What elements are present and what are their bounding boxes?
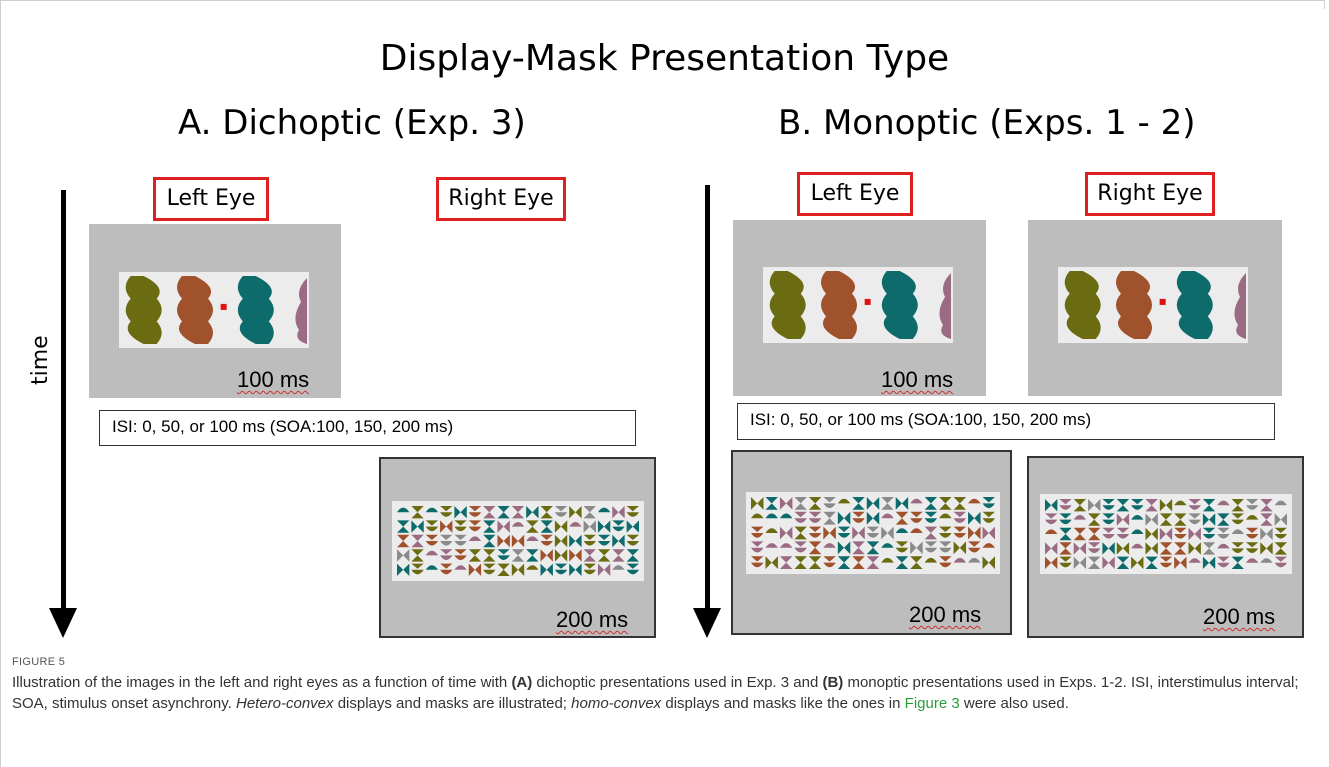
figure-label: FIGURE 5: [12, 656, 66, 668]
time-arrow-a-shaft: [61, 190, 66, 610]
olive-blob: [769, 271, 806, 339]
panel-a-isi-box: ISI: 0, 50, or 100 ms (SOA:100, 150, 200…: [99, 410, 636, 446]
mauve-blob: [939, 273, 951, 339]
panel-a-display-duration: 100 ms: [237, 367, 310, 392]
time-label: time: [28, 335, 53, 385]
figure-title: Display-Mask Presentation Type: [379, 38, 950, 79]
panel-b-left-eye-label: Left Eye: [797, 172, 913, 216]
figure-caption: Illustration of the images in the left a…: [12, 674, 1299, 712]
fixation-point: [864, 298, 871, 305]
panel-a-left-eye-label: Left Eye: [153, 177, 269, 221]
panel-a-right-eye-label: Right Eye: [436, 177, 566, 221]
brown-blob: [821, 271, 857, 339]
mauve-blob: [1234, 273, 1246, 339]
brown-blob: [1116, 271, 1152, 339]
panel-b-display-right: [1028, 220, 1282, 396]
mask-pattern: [751, 497, 995, 569]
convex-display-shapes: [125, 276, 307, 344]
panel-b-mask-right: 200 ms: [1027, 456, 1304, 638]
mask-pattern: [1045, 499, 1287, 569]
convex-display-shapes: [769, 271, 951, 339]
panel-a-title: A. Dichoptic (Exp. 3): [178, 103, 526, 143]
time-arrow-b-shaft: [705, 185, 710, 610]
convex-display-shapes: [1064, 271, 1246, 339]
time-arrow-a-head: [49, 608, 77, 638]
figure-3-link[interactable]: Figure 3: [904, 695, 960, 712]
panel-b-right-eye-label: Right Eye: [1085, 172, 1215, 216]
teal-blob: [881, 271, 918, 339]
panel-a-mask-duration: 200 ms: [556, 607, 629, 632]
panel-a-mask-right: 200 ms: [379, 457, 656, 638]
olive-blob: [125, 276, 162, 344]
time-arrow-b-head: [693, 608, 721, 638]
mask-pattern: [397, 506, 639, 576]
fixation-point: [1159, 298, 1166, 305]
olive-blob: [1064, 271, 1101, 339]
panel-a-display-left: 100 ms: [89, 224, 341, 398]
mauve-blob: [295, 278, 307, 344]
panel-b-mask-duration-left: 200 ms: [909, 602, 982, 627]
panel-b-mask-left: 200 ms: [731, 450, 1012, 635]
panel-b-display-left: 100 ms: [733, 220, 986, 396]
teal-blob: [237, 276, 274, 344]
frame-border-top: [0, 0, 1325, 9]
panel-b-isi-box: ISI: 0, 50, or 100 ms (SOA:100, 150, 200…: [737, 403, 1275, 440]
panel-b-title: B. Monoptic (Exps. 1 - 2): [778, 103, 1196, 143]
panel-b-mask-duration-right: 200 ms: [1203, 604, 1276, 629]
fixation-point: [220, 303, 227, 310]
brown-blob: [177, 276, 213, 344]
teal-blob: [1176, 271, 1213, 339]
frame-border-left: [0, 0, 1, 767]
panel-b-display-duration: 100 ms: [881, 367, 954, 392]
